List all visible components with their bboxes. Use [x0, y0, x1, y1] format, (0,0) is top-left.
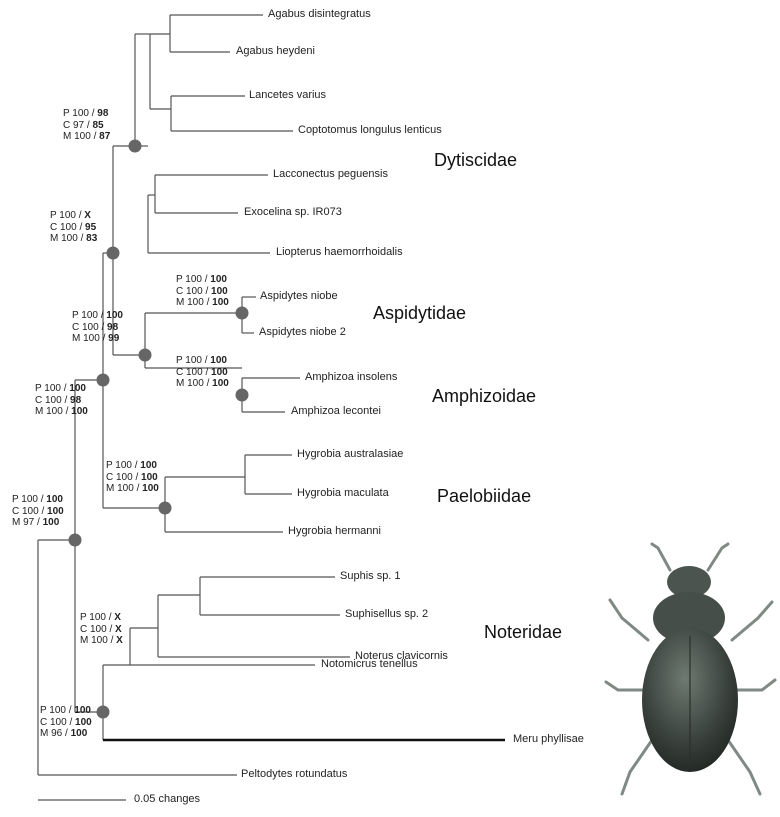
- taxon-label: Liopterus haemorrhoidalis: [276, 246, 403, 258]
- taxon-label: Lacconectus peguensis: [273, 168, 388, 180]
- taxon-label: Coptotomus longulus lenticus: [298, 124, 442, 136]
- support-values-n1: P 100 / 98 C 97 / 85 M 100 / 87: [63, 108, 110, 143]
- family-label: Dytiscidae: [434, 150, 517, 171]
- node-marker: [236, 307, 249, 320]
- node-marker: [236, 389, 249, 402]
- taxon-label: Suphisellus sp. 2: [345, 608, 428, 620]
- taxon-label: Exocelina sp. IR073: [244, 206, 342, 218]
- support-values-n9: P 100 / X C 100 / X M 100 / X: [80, 612, 123, 647]
- taxon-label: Hygrobia hermanni: [288, 525, 381, 537]
- family-label: Amphizoidae: [432, 386, 536, 407]
- family-label: Paelobiidae: [437, 486, 531, 507]
- taxon-label: Aspidytes niobe 2: [259, 326, 346, 338]
- node-marker: [159, 502, 172, 515]
- taxon-label: Amphizoa insolens: [305, 371, 397, 383]
- taxon-label: Lancetes varius: [249, 89, 326, 101]
- beetle-photo-icon: [600, 540, 780, 800]
- node-marker: [97, 374, 110, 387]
- taxon-label: Hygrobia maculata: [297, 487, 389, 499]
- node-marker: [107, 247, 120, 260]
- taxon-label: Notomicrus tenellus: [321, 658, 418, 670]
- taxon-label: Peltodytes rotundatus: [241, 768, 347, 780]
- taxon-label: Suphis sp. 1: [340, 570, 401, 582]
- taxon-label: Agabus disintegratus: [268, 8, 371, 20]
- support-values-n4: P 100 / 100 C 100 / 98 M 100 / 99: [72, 310, 123, 345]
- support-values-n5: P 100 / 100 C 100 / 100 M 100 / 100: [176, 355, 229, 390]
- node-marker: [129, 140, 142, 153]
- taxon-label: Hygrobia australasiae: [297, 448, 403, 460]
- support-values-n3: P 100 / 100 C 100 / 100 M 100 / 100: [176, 274, 229, 309]
- family-label: Noteridae: [484, 622, 562, 643]
- taxon-label: Agabus heydeni: [236, 45, 315, 57]
- taxon-label: Meru phyllisae: [513, 733, 584, 745]
- node-marker: [69, 534, 82, 547]
- family-label: Aspidytidae: [373, 303, 466, 324]
- support-values-n2: P 100 / X C 100 / 95 M 100 / 83: [50, 210, 97, 245]
- support-values-n10: P 100 / 100 C 100 / 100 M 96 / 100: [40, 705, 92, 740]
- node-marker: [139, 349, 152, 362]
- support-values-n7: P 100 / 100 C 100 / 100 M 100 / 100: [106, 460, 159, 495]
- node-marker: [97, 706, 110, 719]
- taxon-label: Aspidytes niobe: [260, 290, 338, 302]
- scale-bar-label: 0.05 changes: [134, 793, 200, 805]
- taxon-label: Amphizoa lecontei: [291, 405, 381, 417]
- support-values-n8: P 100 / 100 C 100 / 100 M 97 / 100: [12, 494, 64, 529]
- support-values-n6: P 100 / 100 C 100 / 98 M 100 / 100: [35, 383, 88, 418]
